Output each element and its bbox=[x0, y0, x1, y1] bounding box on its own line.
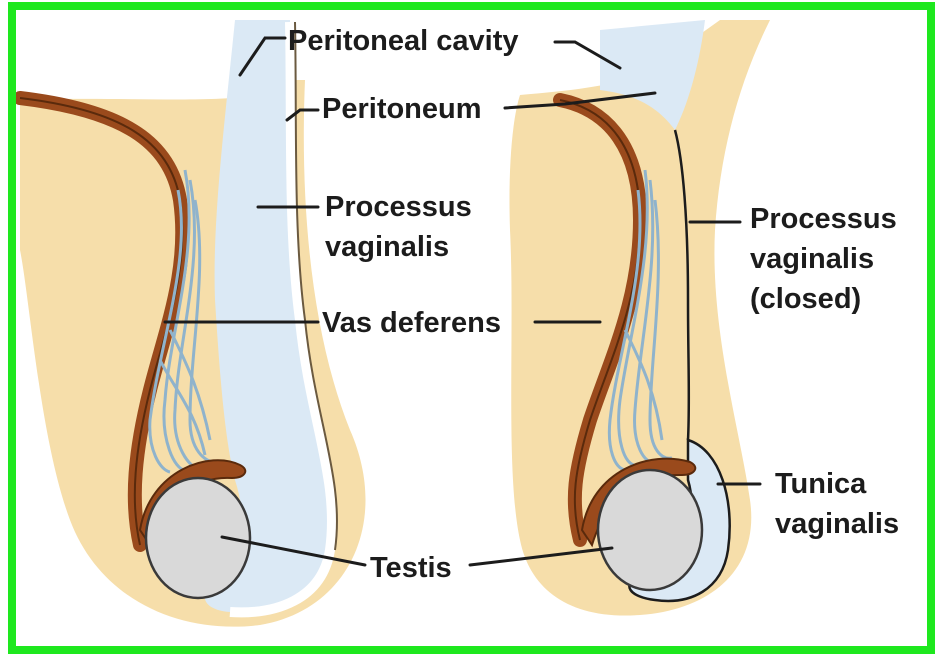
label-peritoneal-cavity: Peritoneal cavity bbox=[288, 25, 519, 57]
label-vas-deferens: Vas deferens bbox=[322, 307, 501, 339]
label-processus-vaginalis-line2: vaginalis bbox=[325, 231, 449, 263]
label-processus-closed-line1: Processus bbox=[750, 203, 897, 235]
label-processus-closed-line3: (closed) bbox=[750, 283, 861, 315]
label-peritoneum: Peritoneum bbox=[322, 93, 482, 125]
label-processus-closed-line2: vaginalis bbox=[750, 243, 874, 275]
label-processus-vaginalis-line1: Processus bbox=[325, 191, 472, 223]
right-testis bbox=[598, 470, 702, 590]
label-testis: Testis bbox=[370, 552, 452, 584]
label-tunica-vaginalis-line1: Tunica bbox=[775, 468, 867, 500]
label-tunica-vaginalis-line2: vaginalis bbox=[775, 508, 899, 540]
